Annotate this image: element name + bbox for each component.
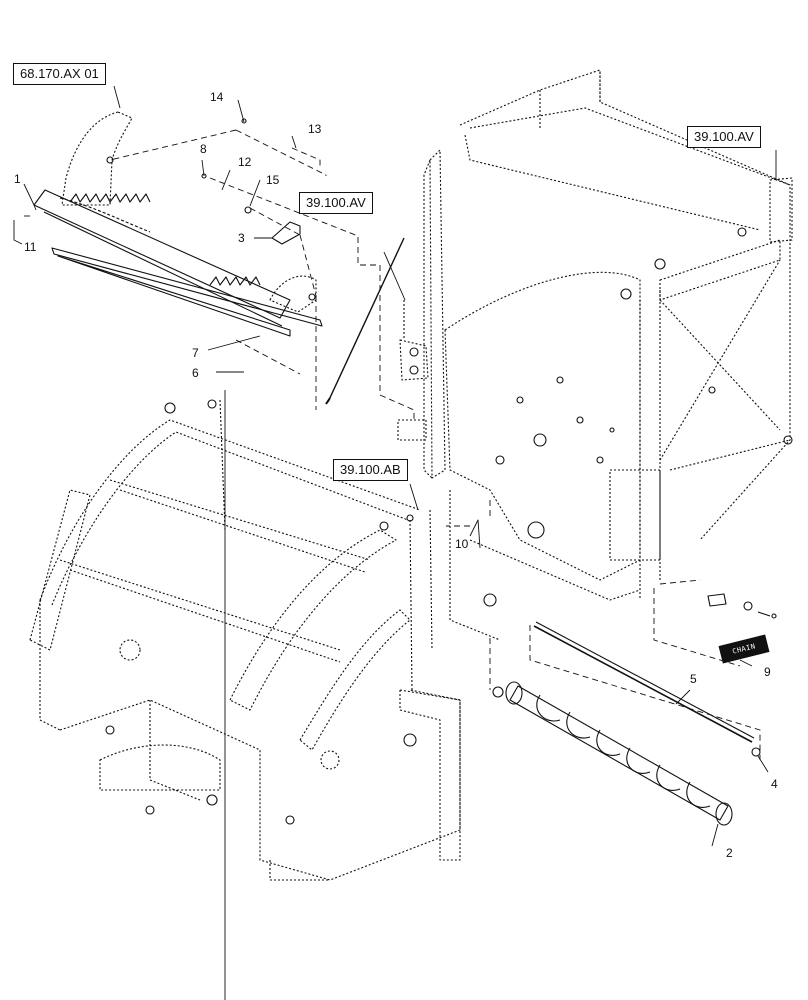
callout-3: 3 — [238, 231, 245, 245]
callout-9: 9 — [764, 665, 771, 679]
small-hardware — [707, 593, 777, 619]
center-bracket — [397, 300, 429, 441]
rear-frame — [423, 69, 793, 641]
main-chassis — [29, 399, 461, 881]
callout-4: 4 — [771, 777, 778, 791]
callout-2: 2 — [726, 846, 733, 860]
rear-frame-holes — [483, 227, 793, 607]
ref-box-39-100-av-center[interactable]: 39.100.AV — [299, 192, 373, 214]
spiral-auger — [492, 681, 733, 826]
long-rod — [327, 237, 405, 403]
ref-box-39-100-av-right[interactable]: 39.100.AV — [687, 126, 761, 148]
ref-box-68-170-ax-01[interactable]: 68.170.AX 01 — [13, 63, 106, 85]
callout-12: 12 — [238, 155, 252, 169]
callout-8: 8 — [200, 142, 207, 156]
group-brackets — [109, 129, 761, 1000]
callout-10: 10 — [455, 537, 469, 551]
leader-lines — [13, 85, 777, 847]
callout-11: 11 — [24, 240, 37, 254]
rod-item5 — [533, 621, 761, 757]
callout-15: 15 — [266, 173, 280, 187]
callout-1: 1 — [14, 172, 21, 186]
callout-5: 5 — [690, 672, 697, 686]
callout-13: 13 — [308, 122, 322, 136]
ref-box-39-100-ab[interactable]: 39.100.AB — [333, 459, 408, 481]
main-chassis-solid — [99, 399, 417, 825]
rotor-cutter-assembly — [33, 111, 323, 337]
callout-14: 14 — [210, 90, 224, 104]
callout-7: 7 — [192, 346, 199, 360]
callout-6: 6 — [192, 366, 199, 380]
